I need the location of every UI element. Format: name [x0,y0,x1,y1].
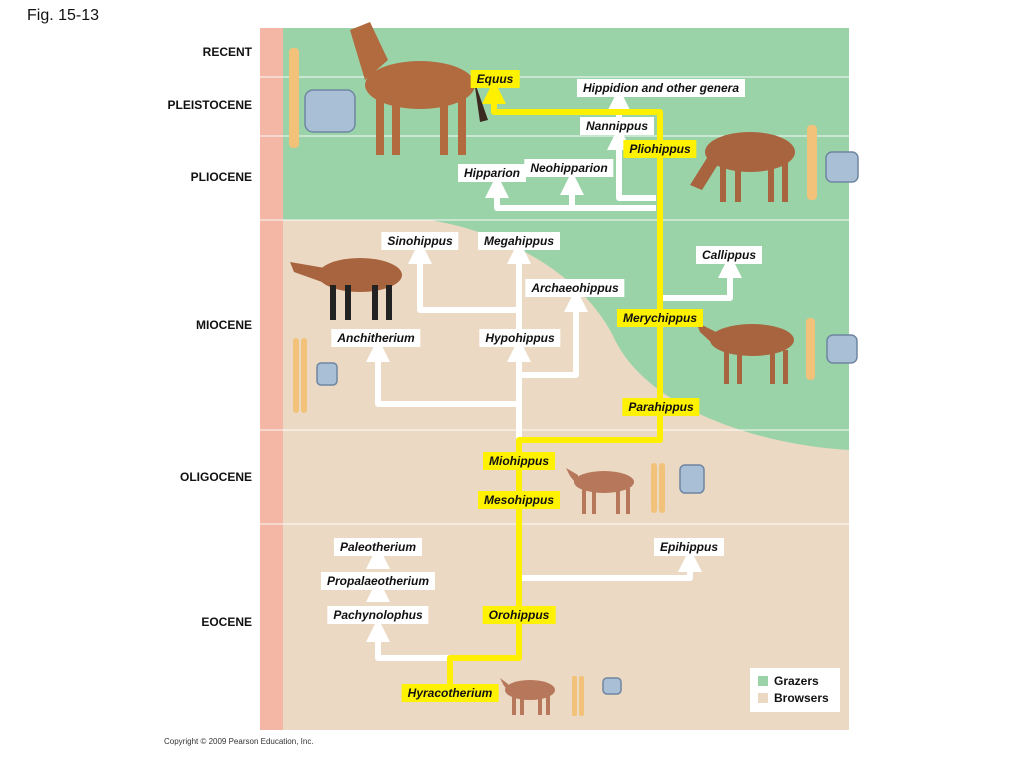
foot-bones-icon [301,338,307,413]
foot-bones-icon [651,463,657,513]
legend-browsers: Browsers [758,691,829,705]
epoch-label-pliocene: PLIOCENE [190,170,252,184]
taxon-hyracotherium: Hyracotherium [401,684,499,702]
epoch-label-oligocene: OLIGOCENE [179,470,252,484]
horse-mesohippus-icon [566,468,634,514]
horse-merychippus-icon [696,322,794,384]
horse-pliohippus-icon [690,132,795,202]
taxon-callippus: Callippus [695,246,763,264]
grazers-swatch [758,676,768,686]
epoch-label-pleistocene: PLEISTOCENE [167,98,252,112]
taxon-megahippus: Megahippus [477,232,561,250]
grazer-region-lower [430,220,849,450]
taxon-parahippus: Parahippus [622,398,700,416]
taxon-archaeohippus: Archaeohippus [525,279,625,297]
taxon-mesohippus: Mesohippus [477,491,561,509]
legend-grazers: Grazers [758,674,819,688]
taxon-nannippus: Nannippus [580,117,654,135]
horse-hyracotherium-icon [500,678,555,715]
foot-bones-icon [579,676,584,716]
horse-equus-icon [350,22,488,155]
taxon-hypohippus: Hypohippus [479,329,561,347]
taxon-paleotherium: Paleotherium [333,538,423,556]
tooth-icon [316,362,338,386]
taxon-equus: Equus [470,70,520,88]
browsers-swatch [758,693,768,703]
epoch-label-recent: RECENT [202,45,252,59]
foot-bones-icon [806,318,815,380]
taxon-pachynolophus: Pachynolophus [327,606,429,624]
foot-bones-icon [289,48,299,148]
taxon-hipparion: Hipparion [458,164,526,182]
tooth-icon [602,677,622,695]
timeline-bar [260,28,283,730]
tooth-icon [679,464,705,494]
foot-bones-icon [659,463,665,513]
figure-label: Fig. 15-13 [27,7,100,24]
epoch-label-eocene: EOCENE [201,615,252,629]
tooth-icon [826,334,858,364]
tooth-icon [825,151,859,183]
legend-browsers-label: Browsers [774,691,829,705]
legend-grazers-label: Grazers [774,674,819,688]
taxon-propalaeotherium: Propalaeotherium [320,572,436,590]
taxon-hippidion: Hippidion and other genera [576,79,746,97]
taxon-merychippus: Merychippus [616,309,704,327]
legend: Grazers Browsers [750,668,840,712]
copyright-text: Copyright © 2009 Pearson Education, Inc. [164,737,314,746]
foot-bones-icon [572,676,577,716]
taxon-neohipparion: Neohipparion [524,159,614,177]
taxon-epihippus: Epihippus [654,538,724,556]
taxon-orohippus: Orohippus [482,606,556,624]
foot-bones-icon [807,125,817,200]
tooth-icon [304,89,356,133]
taxon-anchitherium: Anchitherium [331,329,421,347]
taxon-sinohippus: Sinohippus [381,232,459,250]
horse-miocene-browser-icon [290,258,402,320]
taxon-miohippus: Miohippus [483,452,555,470]
foot-bones-icon [293,338,299,413]
epoch-label-miocene: MIOCENE [195,318,252,332]
taxon-pliohippus: Pliohippus [623,140,697,158]
